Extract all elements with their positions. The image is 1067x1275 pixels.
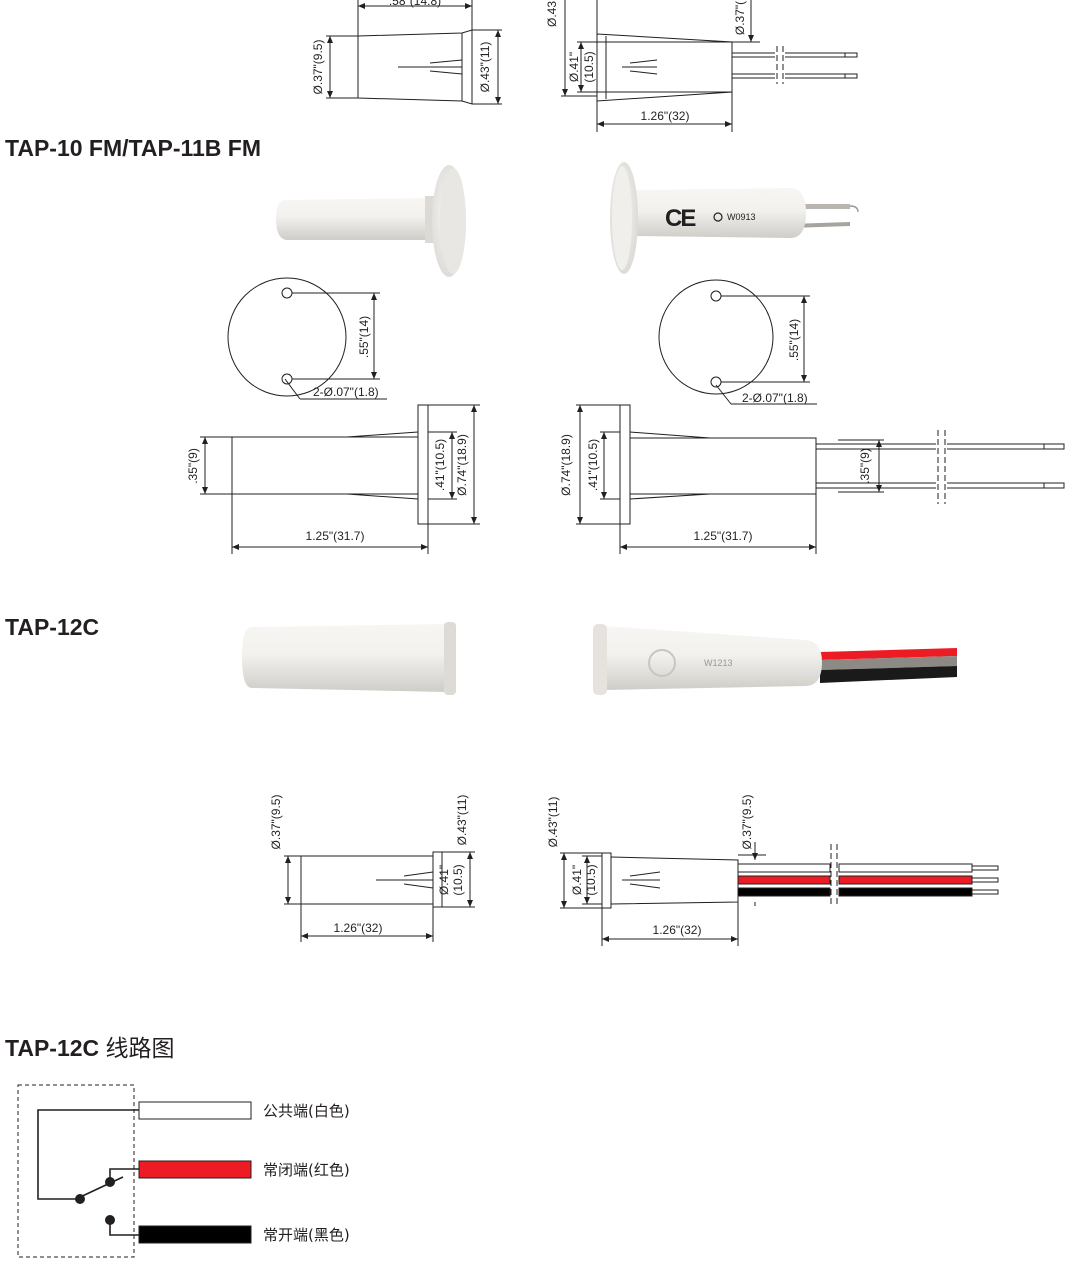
heading-wiring: TAP-12C 线路图 [5,1029,175,1063]
tap12c-magnet-inner-dia-b: (10.5) [451,864,465,895]
terminal-nc-wire [138,1160,252,1179]
tap12c-magnet-side-view [284,851,475,942]
heading-wiring-title: 线路图 [105,1036,175,1062]
tap12c-switch-large-dia: Ø.43"(11) [546,797,560,848]
tap10-hole-dia-right: 2-Ø.07"(1.8) [742,391,808,405]
tap10-ul-mark: W0913 [727,212,756,222]
tap12c-switch-inner-dia-b: (10.5) [584,864,598,895]
top-switch-length: 1.26"(32) [641,109,690,123]
tap10-switch-side-view [576,404,1065,554]
tap10-magnet-length: 1.25"(31.7) [306,529,365,543]
terminal-common-wire [138,1101,252,1120]
tap10-magnet-flange-dia: Ø.74"(18.9) [455,434,469,496]
tap10-switch-photo [610,162,859,274]
tap10-switch-wire-spacing: .35"(9) [858,448,872,484]
top-magnet-width: .58"(14.8) [389,0,441,8]
terminal-common-label: 公共端(白色) [263,1102,350,1120]
tap12c-magnet-length: 1.26"(32) [334,921,383,935]
tap12c-magnet-inner-dia-a: Ø.41" [437,865,451,895]
tap12c-magnet-large-dia: Ø.43"(11) [455,795,469,846]
tap12c-switch-length: 1.26"(32) [653,923,702,937]
tap10-switch-length: 1.25"(31.7) [694,529,753,543]
tap12c-switch-side-view [560,842,838,946]
tap10-hole-spacing-left: .55"(14) [357,316,371,358]
tap10-switch-inner-dia: .41"(10.5) [586,439,600,491]
tap10-switch-flange-dia: Ø.74"(18.9) [559,434,573,496]
tap12c-magnet-small-dia: Ø.37"(9.5) [269,795,283,850]
terminal-no-wire [138,1225,252,1244]
tap10-magnet-inner-dia: .41"(10.5) [433,439,447,491]
tap10-magnet-photo [276,165,466,277]
top-switch-dia-right: Ø.37"( [733,1,747,35]
tap12c-switch-photo [593,624,957,695]
top-switch-body-dia-a: Ø.41" [567,52,581,82]
tap10-magnet-front-view [227,277,387,400]
tap12c-ul-mark: W1213 [704,658,733,668]
wiring-diagram [17,1084,139,1258]
tap10-magnet-side-view [200,404,480,554]
top-switch-body-dia-b: (10.5) [582,51,596,82]
tap10-ce-mark: CE [665,205,696,232]
tap12c-magnet-photo [242,622,456,695]
top-magnet-small-dia: Ø.37"(9.5) [311,40,325,95]
top-switch-dia-left: Ø.43 [545,1,559,27]
terminal-no-label: 常开端(黑色) [263,1226,350,1244]
heading-wiring-model: TAP-12C [5,1035,100,1061]
wiring-contacts [75,1177,115,1225]
ce-watermark-icon [648,649,676,677]
tap10-switch-front-view [658,279,817,405]
tap12c-switch-small-dia: Ø.37"(9.5) [740,795,754,850]
tap10-hole-dia-left: 2-Ø.07"(1.8) [313,385,379,399]
top-switch-drawing [561,0,858,132]
tap10-magnet-body-dia: .35"(9) [186,448,200,484]
ul-icon [713,212,723,222]
tap12c-switch-inner-dia-a: Ø.41" [570,865,584,895]
tap12c-switch-wires [737,863,999,897]
terminal-nc-label: 常闭端(红色) [263,1161,350,1179]
heading-tap12c: TAP-12C [5,614,100,640]
heading-tap10: TAP-10 FM/TAP-11B FM [5,135,261,161]
top-magnet-large-dia: Ø.43"(11) [478,42,492,93]
top-magnet-drawing [326,0,502,105]
tap10-hole-spacing-right: .55"(14) [787,319,801,361]
